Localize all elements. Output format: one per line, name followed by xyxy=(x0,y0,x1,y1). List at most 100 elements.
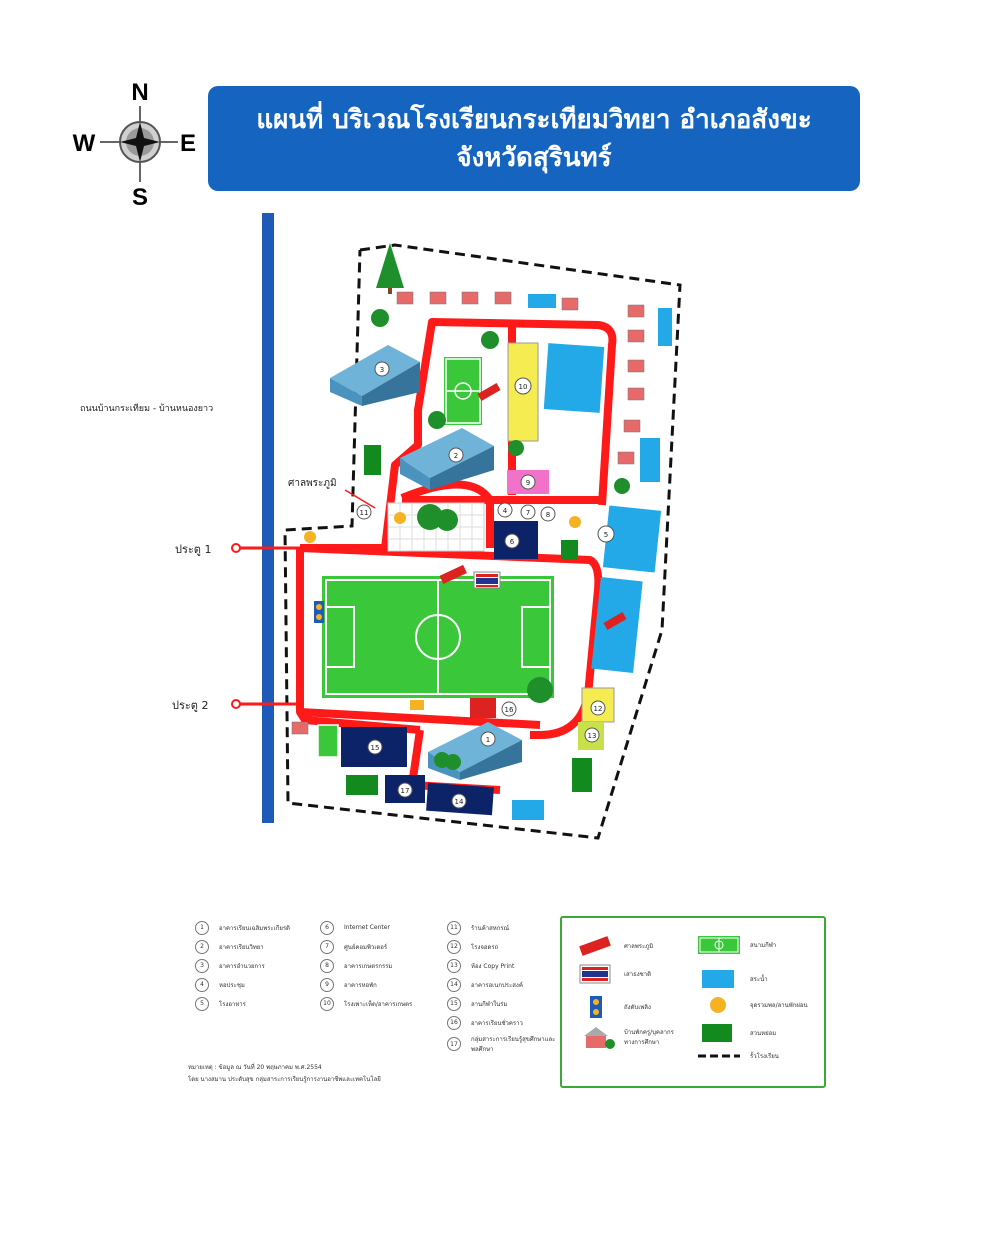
garden-3 xyxy=(572,758,592,792)
building-2 xyxy=(400,428,494,490)
garden-1 xyxy=(364,445,381,475)
assembly-point-1 xyxy=(304,531,316,543)
road-label: ถนนบ้านกระเทียม - บ้านหนองยาว xyxy=(80,403,213,414)
shrine-marker-1 xyxy=(477,383,501,401)
legend-fence: รั้วโรงเรียน xyxy=(696,1050,779,1062)
marker-7: 7 xyxy=(520,504,536,520)
flagpole-map xyxy=(439,564,501,589)
trees xyxy=(371,243,630,770)
hydrant-icon xyxy=(590,996,602,1018)
shrine-label: ศาลพระภูมิ xyxy=(288,478,337,489)
garden-icon xyxy=(702,1024,732,1042)
svg-text:15: 15 xyxy=(371,744,380,752)
compass-e: E xyxy=(180,130,196,157)
marker-11: 11 xyxy=(356,504,372,520)
marker-8: 8 xyxy=(540,506,556,522)
marker-15: 15 xyxy=(367,739,383,755)
legend-flag: เสาธงชาติ xyxy=(576,963,651,985)
svg-text:2: 2 xyxy=(454,452,458,460)
legend-house: บ้านพักครู/บุคลากรทางการศึกษา xyxy=(576,1024,686,1050)
assembly-dot-icon xyxy=(710,997,726,1013)
small-football-field xyxy=(444,357,482,425)
garden-2 xyxy=(561,540,578,560)
assembly-point-4 xyxy=(410,700,424,710)
pond-small-2 xyxy=(658,308,672,346)
marker-17: 17 xyxy=(397,782,413,798)
school-map: ถนนบ้านกระเทียม - บ้านหนองยาว ประตู 1 ปร… xyxy=(80,213,682,840)
house-icon xyxy=(584,1027,615,1049)
title-line-1: แผนที่ บริเวณโรงเรียนกระเทียมวิทยา อำเภอ… xyxy=(256,104,812,135)
marker-16: 16 xyxy=(501,701,517,717)
note-line-1: หมายเหตุ : ข้อมูล ณ วันที่ 20 พฤษภาคม พ.… xyxy=(188,1064,322,1071)
main-football-field xyxy=(322,576,554,698)
marker-6: 6 xyxy=(504,533,520,549)
gate-1: ประตู 1 xyxy=(175,543,300,556)
pond-east-2 xyxy=(591,577,643,673)
symbol-legend-box: ศาลพระภูมิ เสาธงชาติ ถังดับเพลิง บ้านพัก… xyxy=(560,916,826,1088)
svg-text:11: 11 xyxy=(360,509,369,517)
legend-green: สวนหย่อม xyxy=(696,1022,776,1044)
marker-14: 14 xyxy=(451,793,467,809)
svg-text:4: 4 xyxy=(503,507,508,515)
legend-pond: สระน้ำ xyxy=(696,968,768,990)
pond-small-3 xyxy=(640,438,660,482)
svg-text:12: 12 xyxy=(594,705,603,713)
assembly-point-2 xyxy=(394,512,406,524)
building-number-markers: 3 2 10 9 11 4 7 8 6 5 1 12 13 14 15 16 1… xyxy=(356,361,615,809)
marker-5: 5 xyxy=(597,525,615,543)
flag-icon xyxy=(579,964,611,984)
compass-n: N xyxy=(131,79,148,106)
marker-10: 10 xyxy=(514,377,532,395)
pond-north xyxy=(543,343,605,413)
marker-9: 9 xyxy=(520,474,536,490)
compass-s: S xyxy=(132,184,148,208)
gate-1-label: ประตู 1 xyxy=(175,543,211,556)
pond-small-1 xyxy=(528,294,556,308)
svg-text:10: 10 xyxy=(519,383,528,391)
shrine-icon xyxy=(579,936,611,956)
marker-1: 1 xyxy=(480,731,496,747)
map-note: หมายเหตุ : ข้อมูล ณ วันที่ 20 พฤษภาคม พ.… xyxy=(188,1062,381,1086)
marker-12: 12 xyxy=(590,700,606,716)
compass-w: W xyxy=(73,130,96,157)
field-icon xyxy=(698,936,740,954)
legend-field: สนามกีฬา xyxy=(696,934,776,956)
marker-4: 4 xyxy=(497,502,513,518)
svg-text:6: 6 xyxy=(510,538,515,546)
legend-hydrant: ถังดับเพลิง xyxy=(576,994,651,1020)
svg-text:9: 9 xyxy=(526,479,530,487)
marker-13: 13 xyxy=(584,727,600,743)
note-line-2: โดย นางสมาน ประดับสุข กลุ่มสาระการเรียนร… xyxy=(188,1076,381,1083)
main-road xyxy=(262,213,274,823)
legend-dot: จุดรวมพล/ลานพักผ่อน xyxy=(696,994,816,1016)
svg-text:16: 16 xyxy=(505,706,514,714)
title-line-2: จังหวัดสุรินทร์ xyxy=(456,142,612,173)
svg-text:1: 1 xyxy=(486,736,490,744)
pond-east-1 xyxy=(602,505,662,573)
marker-3: 3 xyxy=(374,361,390,377)
map-title-banner: แผนที่ บริเวณโรงเรียนกระเทียมวิทยา อำเภอ… xyxy=(208,86,860,191)
shrine-marker-3 xyxy=(470,698,496,718)
building-1 xyxy=(428,722,522,780)
shrine-marker-2 xyxy=(603,612,627,630)
legend-flagpole: ศาลพระภูมิ xyxy=(576,936,653,956)
fence-icon xyxy=(698,1054,740,1058)
small-field-south xyxy=(317,724,339,758)
building-3 xyxy=(330,345,420,406)
